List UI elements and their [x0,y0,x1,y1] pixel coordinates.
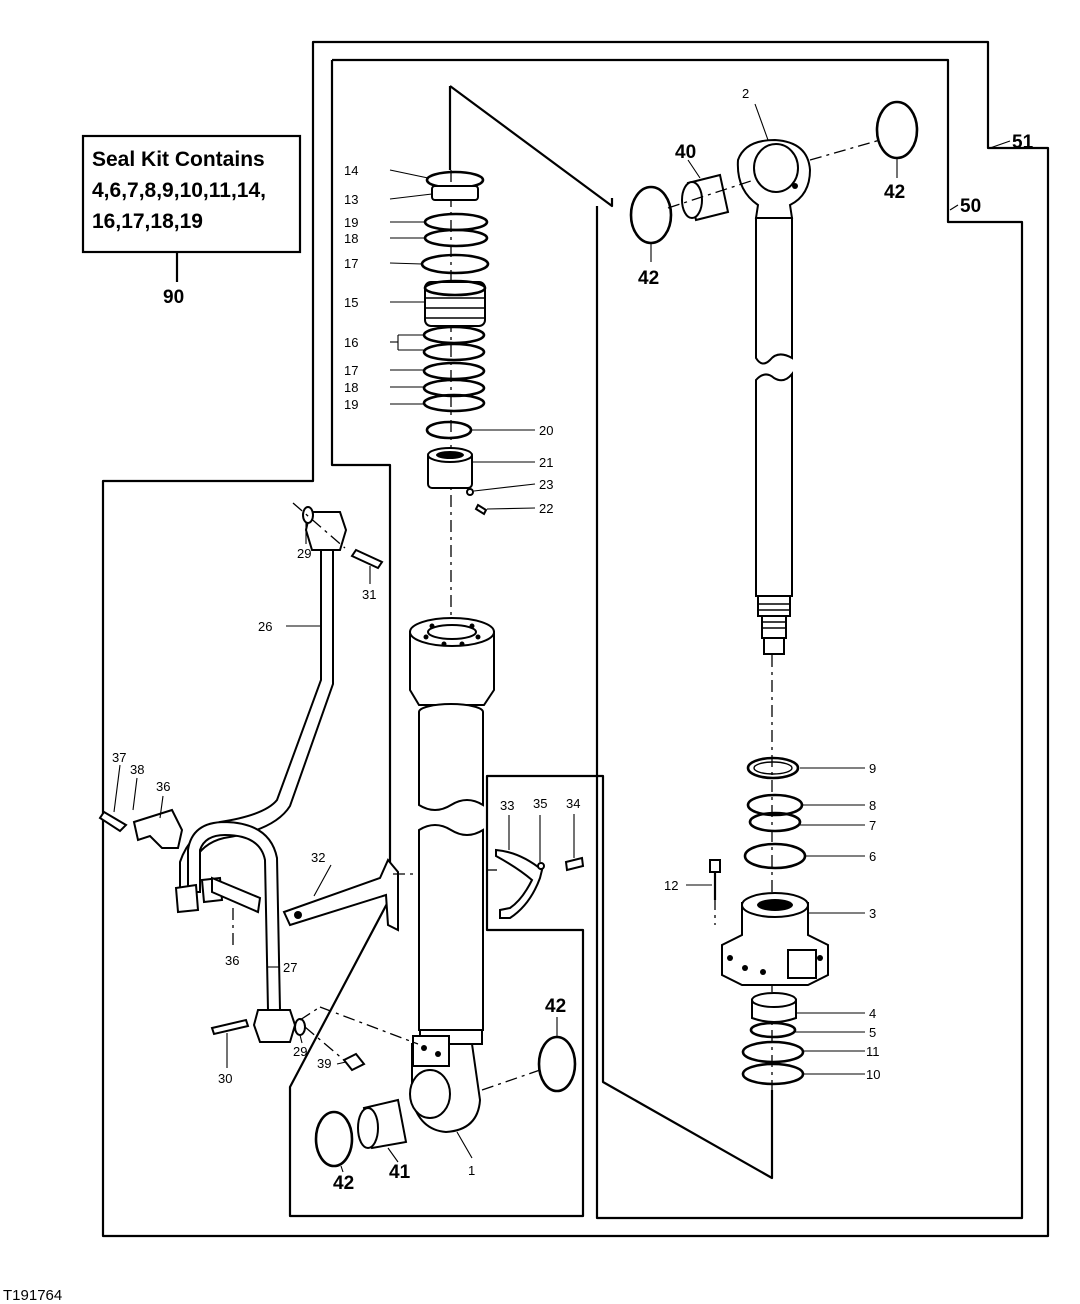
callout-6: 6 [869,849,876,864]
small-bolts [210,506,384,1036]
callout-18-lower: 18 [344,380,358,395]
callout-7: 7 [869,818,876,833]
rod-eye-axis-left [667,179,755,209]
bushing-40 [681,173,730,222]
callout-8: 8 [869,798,876,813]
figure-reference: T191764 [3,1287,62,1304]
seal-ring-42-barrel-right [537,1035,577,1093]
seal-ring-42-barrel-left [314,1110,354,1168]
callout-14: 14 [344,163,358,178]
callout-17-lower: 17 [344,363,358,378]
rod-eye-axis-right [809,139,881,161]
seal-kit-title: Seal Kit Contains [92,148,265,171]
group-50-inner-boundary [288,480,774,1218]
group-label-50: 50 [960,196,981,217]
callout-22: 22 [539,501,553,516]
group-50-left-wall [330,60,392,480]
callout-2: 2 [742,86,749,101]
callout-10: 10 [866,1067,880,1082]
callout-29-lower: 29 [293,1044,307,1059]
callout-20: 20 [539,423,553,438]
callout-18-upper: 18 [344,231,358,246]
callout-19-lower: 19 [344,397,358,412]
seal-kit-box [81,134,302,254]
clamp-36 [98,808,184,849]
bolt-12 [709,859,721,900]
callout-37: 37 [112,750,126,765]
callout-4: 4 [869,1006,876,1021]
callout-19-upper: 19 [344,215,358,230]
callout-5: 5 [869,1025,876,1040]
callout-42-rod-left: 42 [638,268,659,289]
callout-39: 39 [317,1056,331,1071]
cylinder-barrel [409,617,495,1134]
callout-15: 15 [344,295,358,310]
piston-rod [736,138,812,655]
callout-27: 27 [283,960,297,975]
callout-26: 26 [258,619,272,634]
callout-21: 21 [539,455,553,470]
piston-stack [420,170,490,516]
bushing-41 [357,1098,408,1150]
seal-ring-42-rod-left [629,185,673,245]
callout-36-lower: 36 [225,953,239,968]
leader-51 [989,140,1011,149]
callout-1: 1 [468,1163,475,1178]
grease-fitting-39 [342,1052,366,1072]
callout-42-barrel-left: 42 [333,1173,354,1194]
group-label-51: 51 [1012,132,1034,153]
callout-9: 9 [869,761,876,776]
seal-kit-number: 90 [163,287,184,308]
seal-kit-parts-line1: 4,6,7,8,9,10,11,14, [92,179,266,202]
group-51-outline [101,40,1050,1238]
group-50-diagonal-top [449,85,614,208]
group-50-outline-main [332,58,1024,1220]
callout-32: 32 [311,850,325,865]
bracket-32 [282,858,399,932]
callout-30: 30 [218,1071,232,1086]
callout-34: 34 [566,796,580,811]
callout-23: 23 [539,477,553,492]
callout-33: 33 [500,798,514,813]
callout-41: 41 [389,1162,411,1183]
callout-42-rod-right: 42 [884,182,905,203]
callout-12: 12 [664,878,678,893]
seal-ring-42-rod-right [875,100,919,160]
callout-29-upper: 29 [297,546,311,561]
callout-numbers: 14 13 19 18 17 15 16 17 18 19 20 21 23 2… [112,86,905,1194]
barrel-eye-axis [481,1069,541,1091]
callout-17-upper: 17 [344,256,358,271]
seal-kit-parts-line2: 16,17,18,19 [92,210,203,233]
leader-lines [113,103,898,1173]
clamp-33 [495,848,585,919]
callout-42-barrel-right: 42 [545,996,566,1017]
callout-16: 16 [344,335,358,350]
callout-11: 11 [866,1044,880,1059]
callout-36-upper: 36 [156,779,170,794]
callout-13: 13 [344,192,358,207]
leader-50 [949,204,959,211]
callout-35: 35 [533,796,547,811]
callout-40: 40 [675,142,696,163]
gland-parts [721,756,829,1086]
callout-31: 31 [362,587,376,602]
callout-38: 38 [130,762,144,777]
hydraulic-tubes [174,511,348,1043]
callout-3: 3 [869,906,876,921]
